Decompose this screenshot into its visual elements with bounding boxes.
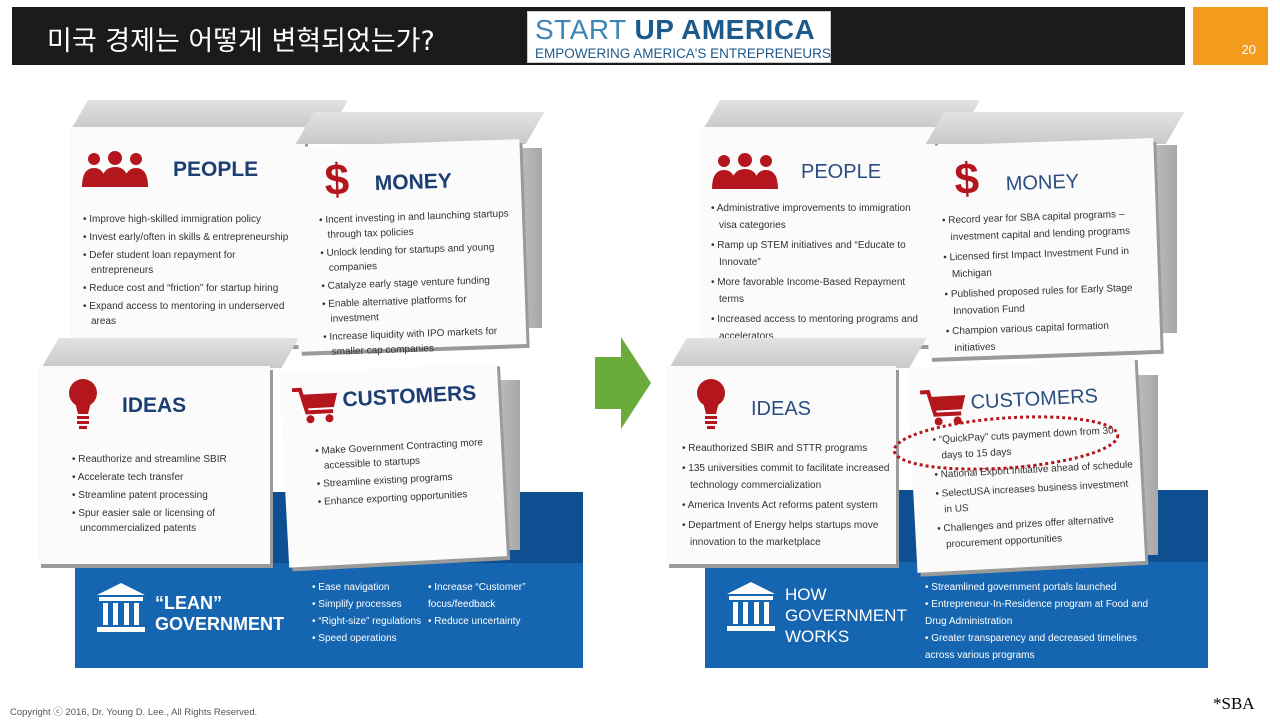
left-government-list-2: Increase “Customer” focus/feedback Reduc… [428,579,538,630]
people-icon [712,153,778,189]
left-money-heading: MONEY [374,169,453,196]
left-ideas-list: Reauthorize and streamline SBIR Accelera… [72,452,262,539]
left-government-list-1: Ease navigation Simplify processes “Righ… [312,579,427,647]
list-item: Champion various capital formation initi… [946,316,1152,357]
right-money-block: $ MONEY Record year for SBA capital prog… [921,138,1161,360]
list-item: America Invents Act reforms patent syste… [682,497,892,514]
left-people-block: PEOPLE Improve high-skilled immigration … [70,127,305,345]
list-item: Improve high-skilled immigration policy [83,212,298,227]
right-people-list: Administrative improvements to immigrati… [711,200,929,348]
list-item: Increased access to mentoring programs a… [711,311,929,345]
left-customers-block: CUSTOMERS Make Government Contracting mo… [279,362,507,568]
list-item: “Right-size” regulations [312,613,427,630]
people-icon [82,151,148,187]
right-people-block: PEOPLE Administrative improvements to im… [700,127,935,345]
right-money-list: Record year for SBA capital programs – i… [942,205,1152,360]
capitol-icon [727,582,775,631]
left-customers-heading: CUSTOMERS [341,381,477,412]
list-item: Spur easier sale or licensing of uncomme… [72,506,262,536]
source-note: *SBA [1213,694,1255,713]
transition-arrow-icon [595,337,651,429]
logo-line1-b: UP AMERICA [634,14,816,45]
list-item: Ease navigation [312,579,427,596]
list-item: Accelerate tech transfer [72,470,262,485]
list-item: Streamline patent processing [72,488,262,503]
list-item: Ramp up STEM initiatives and “Educate to… [711,237,929,271]
list-item: Increase “Customer” focus/feedback [428,579,538,613]
list-item: Unlock lending for startups and young co… [320,239,516,276]
right-customers-block: CUSTOMERS “QuickPay” cuts payment down f… [906,356,1146,573]
dollar-icon: $ [323,155,351,205]
logo-line1-a: START [535,14,635,45]
list-item: Defer student loan repayment for entrepr… [83,248,298,278]
left-people-list: Improve high-skilled immigration policy … [83,212,298,332]
list-item: Greater transparency and decreased timel… [925,630,1150,664]
lightbulb-icon [69,379,97,429]
list-item: Invest early/often in skills & entrepren… [83,230,298,245]
right-government-block: HOW GOVERNMENT WORKS Streamlined governm… [705,562,1208,668]
left-people-heading: PEOPLE [173,158,259,181]
list-item: Department of Energy helps startups move… [682,517,892,551]
list-item: Entrepreneur-In-Residence program at Foo… [925,596,1150,630]
list-item: 135 universities commit to facilitate in… [682,460,892,494]
left-ideas-block: IDEAS Reauthorize and streamline SBIR Ac… [38,366,270,564]
left-ideas-heading: IDEAS [122,394,187,417]
right-people-heading: PEOPLE [801,161,882,183]
capitol-icon [97,583,145,632]
page-number: 20 [1241,42,1256,57]
list-item: Reauthorize and streamline SBIR [72,452,262,467]
left-money-block: $ MONEY Incent investing in and launchin… [291,139,527,358]
page-title: 미국 경제는 어떻게 변혁되었는가? [47,26,435,57]
list-item: Administrative improvements to immigrati… [711,200,929,234]
left-government-heading: “LEAN” GOVERNMENT [155,593,285,634]
list-item: Simplify processes [312,596,427,613]
left-customers-list: Make Government Contracting more accessi… [315,435,498,513]
list-item: Reduce uncertainty [428,613,538,630]
left-government-block: “LEAN” GOVERNMENT Ease navigation Simpli… [75,563,583,668]
dollar-icon: $ [953,154,980,204]
title-bar: 미국 경제는 어떻게 변혁되었는가? START UP AMERICA EMPO… [12,7,1185,65]
list-item: More favorable Income-Based Repayment te… [711,274,929,308]
lightbulb-icon [697,379,725,429]
list-item: Increase liquidity with IPO markets for … [323,323,519,360]
list-item: Reduce cost and “friction” for startup h… [83,281,298,296]
left-money-list: Incent investing in and launching startu… [319,206,519,363]
right-money-heading: MONEY [1005,170,1080,196]
list-item: Published proposed rules for Early Stage… [944,279,1150,320]
list-item: Record year for SBA capital programs – i… [942,205,1148,246]
list-item: Streamlined government portals launched [925,579,1150,596]
list-item: Licensed first Impact Investment Fund in… [943,242,1149,283]
shopping-cart-icon [291,387,338,424]
startup-america-logo: START UP AMERICA EMPOWERING AMERICA'S EN… [527,11,831,63]
shopping-cart-icon [919,389,966,426]
logo-line2: EMPOWERING AMERICA'S ENTREPRENEURS [535,46,831,61]
list-item: Speed operations [312,630,427,647]
list-item: Enable alternative platforms for investm… [322,290,518,327]
right-ideas-block: IDEAS Reauthorized SBIR and STTR program… [666,366,896,564]
list-item: Incent investing in and launching startu… [319,206,515,243]
copyright-notice: Copyright ⓒ 2016, Dr. Young D. Lee., All… [10,707,258,718]
list-item: Challenges and prizes offer alternative … [937,511,1138,553]
right-government-list: Streamlined government portals launched … [925,579,1150,664]
right-ideas-list: Reauthorized SBIR and STTR programs 135 … [682,440,892,554]
quickpay-highlight-ellipse [892,415,1120,471]
list-item: Reauthorized SBIR and STTR programs [682,440,892,457]
page-number-badge: 20 [1193,7,1268,65]
right-customers-heading: CUSTOMERS [970,385,1099,414]
right-ideas-heading: IDEAS [751,398,812,420]
right-government-heading: HOW GOVERNMENT WORKS [785,585,907,646]
list-item: Expand access to mentoring in underserve… [83,299,298,329]
